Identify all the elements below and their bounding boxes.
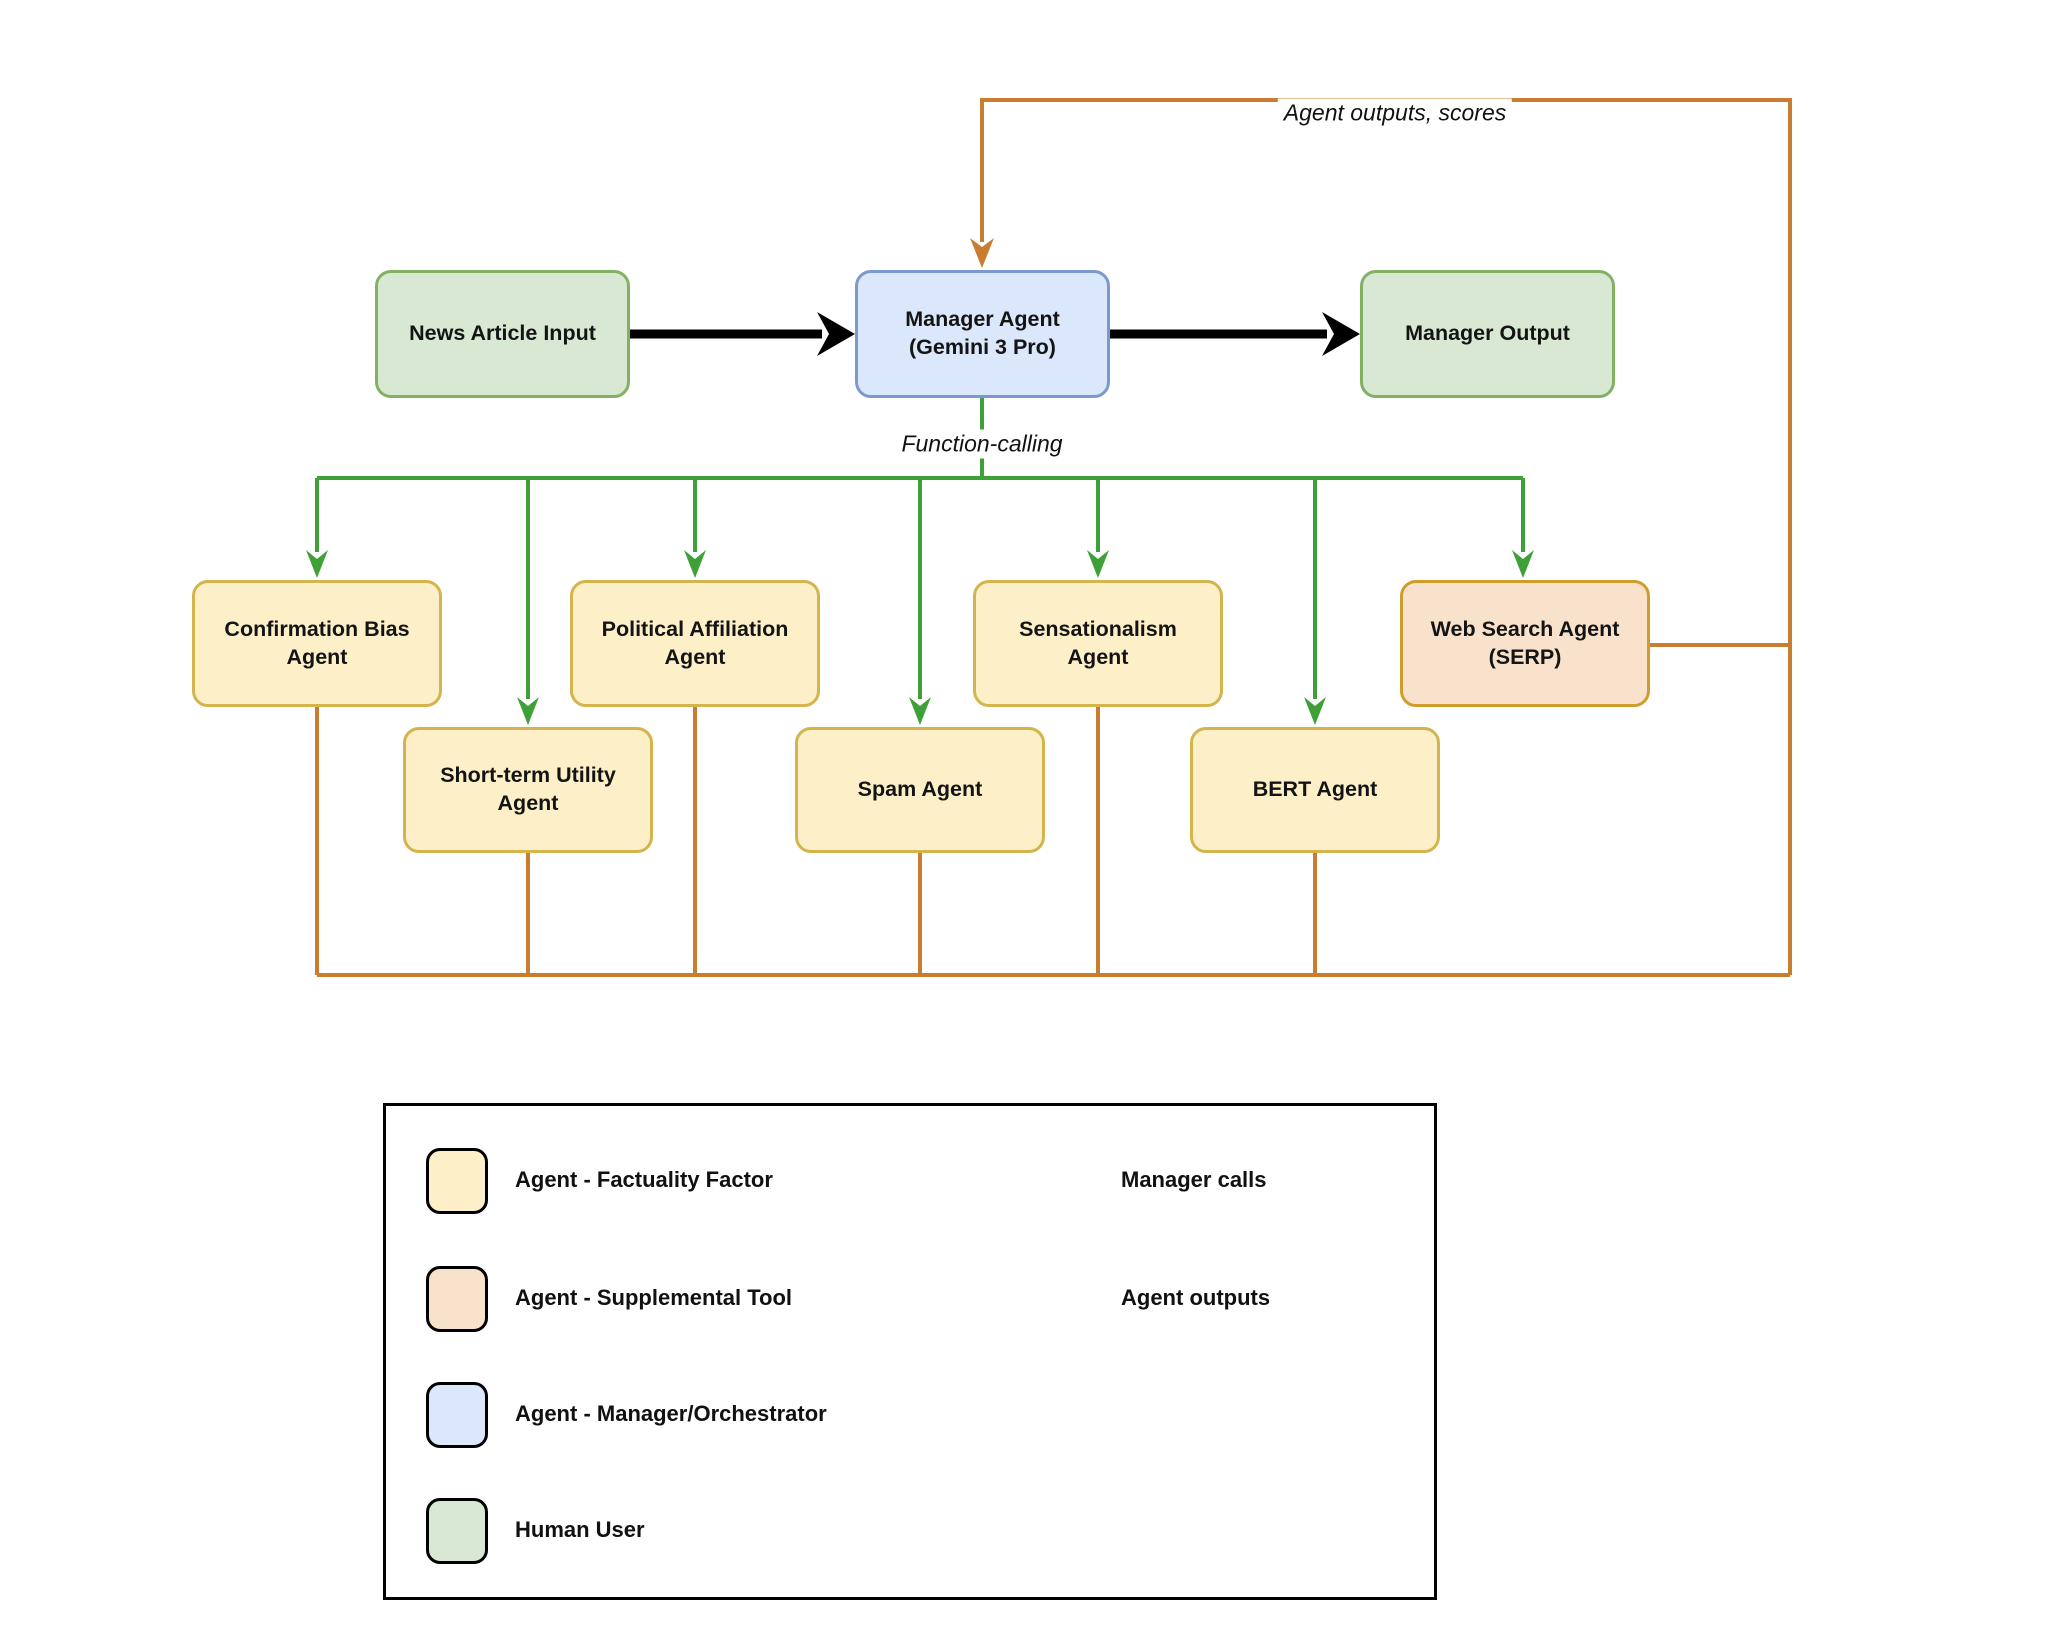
- node-label: Sensationalism: [1019, 616, 1177, 641]
- node-label: Confirmation Bias: [224, 616, 410, 641]
- node-spam-agent: Spam Agent: [795, 727, 1045, 853]
- node-label: Manager Output: [1405, 321, 1570, 346]
- node-sublabel: Agent: [497, 791, 559, 815]
- node-label: Political Affiliation: [601, 616, 789, 641]
- node-label: News Article Input: [409, 321, 596, 346]
- node-label: Web Search Agent: [1430, 616, 1620, 641]
- node-bert-agent: BERT Agent: [1190, 727, 1440, 853]
- node-news-article-input: News Article Input: [375, 270, 630, 398]
- legend: Agent - Factuality Factor Agent - Supple…: [383, 1103, 1437, 1600]
- node-manager-agent: Manager Agent (Gemini 3 Pro): [855, 270, 1110, 398]
- node-web-search-agent: Web Search Agent (SERP): [1400, 580, 1650, 707]
- legend-swatch-human-user: [426, 1498, 488, 1564]
- node-confirmation-bias-agent: Confirmation Bias Agent: [192, 580, 442, 707]
- node-political-affiliation-agent: Political Affiliation Agent: [570, 580, 820, 707]
- input-to-manager-arrow: [630, 312, 855, 356]
- node-label: BERT Agent: [1252, 777, 1378, 802]
- node-sublabel: Agent: [664, 644, 726, 669]
- node-manager-output: Manager Output: [1360, 270, 1615, 398]
- manager-calls-edges: [306, 398, 1534, 725]
- legend-label-supplemental: Agent - Supplemental Tool: [515, 1285, 793, 1310]
- node-label: Spam Agent: [857, 777, 983, 802]
- legend-swatch-factuality: [426, 1148, 488, 1214]
- node-sublabel: Agent: [1067, 644, 1129, 669]
- edge-label-agent-outputs-scores: Agent outputs, scores: [1277, 98, 1513, 128]
- legend-label-orchestrator: Agent - Manager/Orchestrator: [515, 1401, 827, 1426]
- node-short-term-utility-agent: Short-term Utility Agent: [403, 727, 653, 853]
- legend-label-factuality: Agent - Factuality Factor: [515, 1167, 773, 1192]
- legend-swatch-orchestrator: [426, 1382, 488, 1448]
- legend-label-manager-calls: Manager calls: [1121, 1167, 1267, 1192]
- legend-label-agent-outputs: Agent outputs: [1121, 1285, 1271, 1310]
- node-sublabel: Agent: [286, 644, 348, 669]
- legend-swatch-supplemental: [426, 1266, 488, 1332]
- node-label: Manager Agent: [905, 307, 1060, 332]
- node-label: Short-term Utility: [440, 763, 616, 788]
- arrowhead-into-manager: [970, 238, 994, 268]
- node-sensationalism-agent: Sensationalism Agent: [973, 580, 1223, 707]
- legend-label-human-user: Human User: [515, 1517, 645, 1542]
- edge-label-function-calling: Function-calling: [895, 429, 1069, 459]
- node-sublabel: (SERP): [1488, 644, 1562, 669]
- node-sublabel: (Gemini 3 Pro): [909, 335, 1056, 359]
- manager-to-output-arrow: [1110, 312, 1360, 356]
